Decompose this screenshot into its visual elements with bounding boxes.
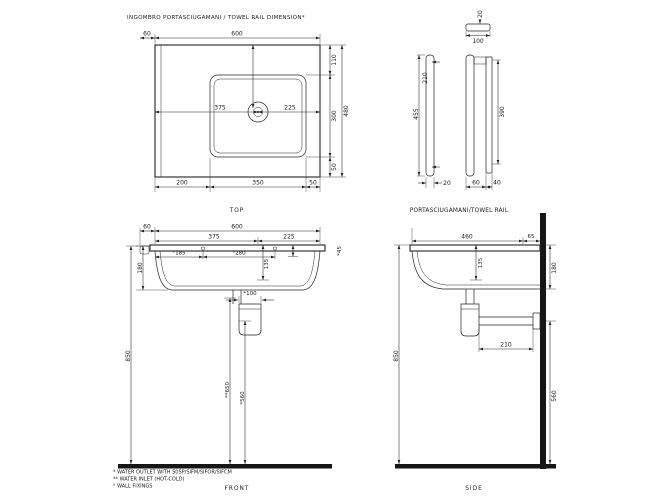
rail-dim-20-bottom: 20 [443,180,451,187]
side-dim-180: 180 [551,262,558,274]
side-view: 460 65 135 180 850 210 560 SIDE [393,213,558,492]
front-floor [118,464,332,469]
footnote-water-outlet: * WATER OUTLET WITH 50SP/SIFM/SIFOR/SIFC… [113,470,232,476]
side-dim-65: 65 [528,234,535,240]
front-basin-inner [159,250,316,287]
side-basin-inner [416,250,540,286]
front-dim-850: 850 [125,350,132,362]
top-dim-60: 60 [143,31,151,38]
front-rail-end [139,245,150,255]
front-dim-560: *560 [240,391,246,405]
front-dim-280: °280 [232,251,246,257]
wall-fixing-mark-right [273,246,277,251]
rail-dim-60: 60 [472,180,480,187]
side-view-label: SIDE [465,486,483,492]
front-dim-45: *45 [337,246,343,256]
basin-outline [209,74,307,158]
rail-view-label: PORTASCIUGAMANI/TOWEL RAIL [410,208,509,214]
top-dim-200: 200 [176,180,188,187]
top-dim-110: 110 [331,54,338,66]
rail-side-arm [473,56,487,65]
side-wall [540,213,546,469]
front-rim [149,244,326,252]
front-dim-135: 135 [264,258,270,269]
top-dim-375: 375 [214,105,226,112]
rail-dim-455: 455 [413,108,420,120]
rail-plan [465,23,491,32]
front-view-label: FRONT [225,486,250,492]
side-floor [395,464,556,469]
top-dim-50-bottom: 50 [309,180,317,187]
front-view: 60 600 375 225 °185 °280 135 *45 180 *10… [118,224,343,492]
front-dim-225: 225 [283,234,295,241]
front-dim-600: 600 [231,224,243,231]
rail-dim-100: 100 [472,38,484,45]
top-dim-225: 225 [284,105,296,112]
side-dim-210: 210 [500,342,512,349]
towel-rail-view: 20 100 455 20 390 60 40 PORTASCIUGAMANI/… [410,10,509,214]
side-dim-460: 460 [461,234,473,241]
footnotes: * WATER OUTLET WITH 50SP/SIFM/SIFOR/SIFC… [113,470,232,490]
top-view: 60 600 110 300 50 480 200 350 50 375 225… [140,31,429,214]
side-wall-flange [532,312,541,330]
top-dim-480: 480 [343,105,350,117]
top-dim-210: 210 [422,72,429,84]
front-dim-650: **650 [225,382,231,398]
wall-fixing-mark-left [201,246,205,251]
rail-front [425,54,435,177]
top-view-label: TOP [229,208,245,214]
rail-side-wall-plate [485,56,493,174]
rail-dim-390: 390 [499,106,506,118]
side-rim [409,244,541,252]
front-dim-60: 60 [143,224,151,231]
top-dim-50-right: 50 [331,163,338,171]
front-trap [238,303,262,336]
rail-dim-20-top: 20 [477,10,484,18]
rail-side-bar [465,54,475,177]
top-dim-300: 300 [331,110,338,122]
front-dim-375: 375 [208,234,220,241]
side-basin-body [411,250,540,290]
front-dim-100: *100 [243,291,257,297]
top-dim-350: 350 [252,180,264,187]
rail-dim-40: 40 [493,180,501,187]
front-basin-body [154,250,321,291]
side-dim-560: 560 [551,390,558,402]
sheet-title: INGOMBRO PORTASCIUGAMANI / TOWEL RAIL DI… [127,15,305,21]
front-dim-185: °185 [172,251,186,257]
top-dim-600: 600 [231,31,243,38]
basin-inner-line [213,78,303,154]
front-dim-180: 180 [137,262,144,274]
footnote-wall-fixings: ° WALL FIXINGS [113,484,152,490]
footnote-water-inlet: ** WATER INLET (HOT-COLD) [113,477,184,483]
side-dim-135: 135 [478,257,484,268]
side-dim-850: 850 [393,350,400,362]
